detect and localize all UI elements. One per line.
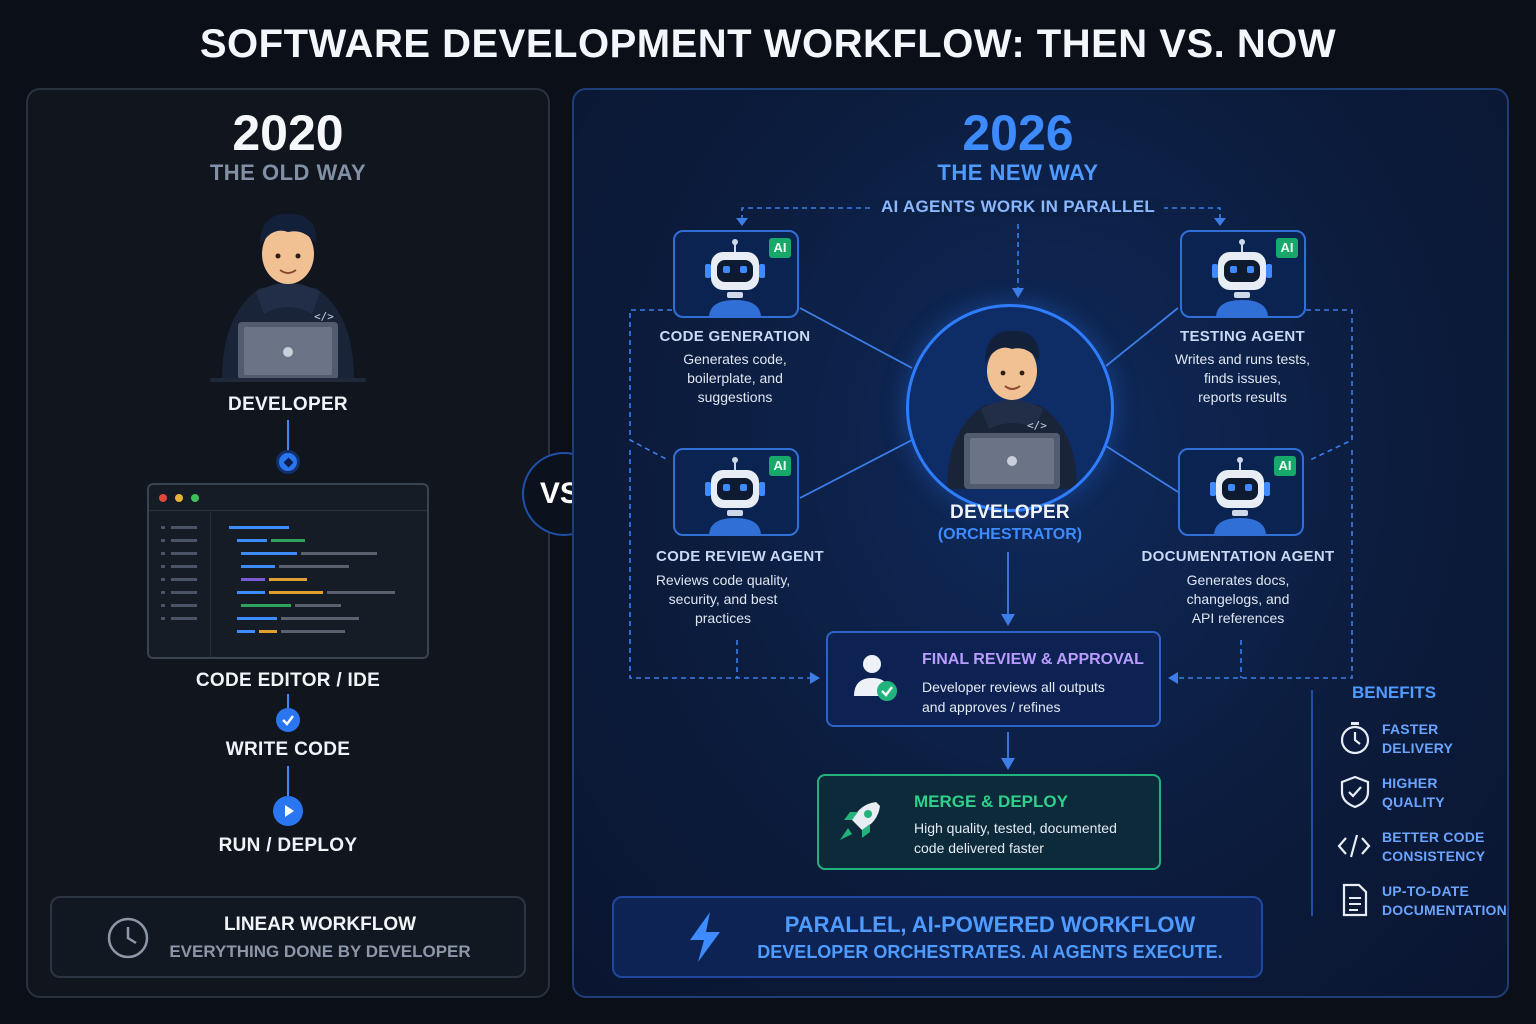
testing-agent-card: AI xyxy=(1180,230,1306,318)
parallel-workflow-summary xyxy=(612,896,1263,978)
lightning-icon xyxy=(690,912,720,962)
developer-illustration: </> xyxy=(210,213,366,382)
rocket-icon xyxy=(840,802,880,840)
check-icon xyxy=(276,708,300,732)
svg-text:</>: </> xyxy=(314,310,334,323)
linear-workflow-title: LINEAR WORKFLOW xyxy=(223,914,417,935)
developer-illustration: </> xyxy=(947,330,1077,489)
agent-title: DOCUMENTATION AGENT xyxy=(1141,548,1335,565)
merge-deploy-box xyxy=(817,774,1161,870)
minimize-dot-icon xyxy=(175,494,183,502)
ai-badge: AI xyxy=(769,238,791,258)
linear-workflow-sub: EVERYTHING DONE BY DEVELOPER xyxy=(169,942,471,961)
robot-icon xyxy=(705,457,765,536)
connector-line xyxy=(287,420,289,452)
orchestrator-label: DEVELOPER xyxy=(950,502,1070,523)
code-brackets-icon xyxy=(1337,834,1371,858)
connector-line xyxy=(287,766,289,796)
page-title: SOFTWARE DEVELOPMENT WORKFLOW: THEN VS. … xyxy=(199,22,1337,66)
flow-node-icon xyxy=(276,450,300,474)
stopwatch-icon xyxy=(1340,722,1370,755)
agent-title: CODE GENERATION xyxy=(659,328,811,345)
robot-icon xyxy=(1210,457,1270,536)
new-way-subtitle: THE NEW WAY xyxy=(937,160,1099,185)
final-review-box xyxy=(826,631,1161,727)
old-developer-label: DEVELOPER xyxy=(228,394,348,415)
agent-title: CODE REVIEW AGENT xyxy=(656,548,824,565)
code-editor-window xyxy=(147,483,429,659)
robot-icon xyxy=(705,239,765,318)
documentation-agent-card: AI xyxy=(1178,448,1304,536)
merge-deploy-title: MERGE & DEPLOY xyxy=(914,792,1068,811)
code-generation-agent-card: AI xyxy=(673,230,799,318)
ai-badge: AI xyxy=(769,456,791,476)
write-code-label: WRITE CODE xyxy=(225,739,351,760)
parallel-label: AI AGENTS WORK IN PARALLEL xyxy=(872,197,1164,217)
old-way-subtitle: THE OLD WAY xyxy=(209,160,367,185)
benefits-title: BENEFITS xyxy=(1352,683,1437,702)
code-lines-icon xyxy=(161,526,395,633)
editor-label: CODE EDITOR / IDE xyxy=(195,670,381,691)
connector-line xyxy=(287,694,289,708)
user-check-icon xyxy=(854,655,897,701)
agent-title: TESTING AGENT xyxy=(1179,328,1305,345)
ai-badge: AI xyxy=(1274,456,1296,476)
benefits-divider xyxy=(1311,690,1313,916)
parallel-workflow-sub: DEVELOPER ORCHESTRATES. AI AGENTS EXECUT… xyxy=(757,942,1223,962)
document-icon xyxy=(1342,883,1368,917)
orchestrator-circle: </> xyxy=(906,304,1114,512)
year-2020: 2020 xyxy=(232,105,344,161)
agent-desc: Writes and runs tests,finds issues,repor… xyxy=(1174,351,1311,405)
play-icon xyxy=(273,796,303,826)
run-deploy-label: RUN / DEPLOY xyxy=(218,835,358,856)
shield-check-icon xyxy=(1340,775,1370,809)
ai-badge: AI xyxy=(1276,238,1298,258)
year-2026: 2026 xyxy=(962,105,1074,161)
close-dot-icon xyxy=(159,494,167,502)
linear-workflow-summary xyxy=(50,896,526,978)
final-review-title: FINAL REVIEW & APPROVAL xyxy=(922,651,1144,668)
clock-icon xyxy=(107,917,149,959)
orchestrator-role: (ORCHESTRATOR) xyxy=(937,526,1083,543)
robot-icon xyxy=(1212,239,1272,318)
code-review-agent-card: AI xyxy=(673,448,799,536)
parallel-workflow-title: PARALLEL, AI-POWERED WORKFLOW xyxy=(784,912,1196,937)
maximize-dot-icon xyxy=(191,494,199,502)
svg-text:</>: </> xyxy=(1027,419,1047,432)
